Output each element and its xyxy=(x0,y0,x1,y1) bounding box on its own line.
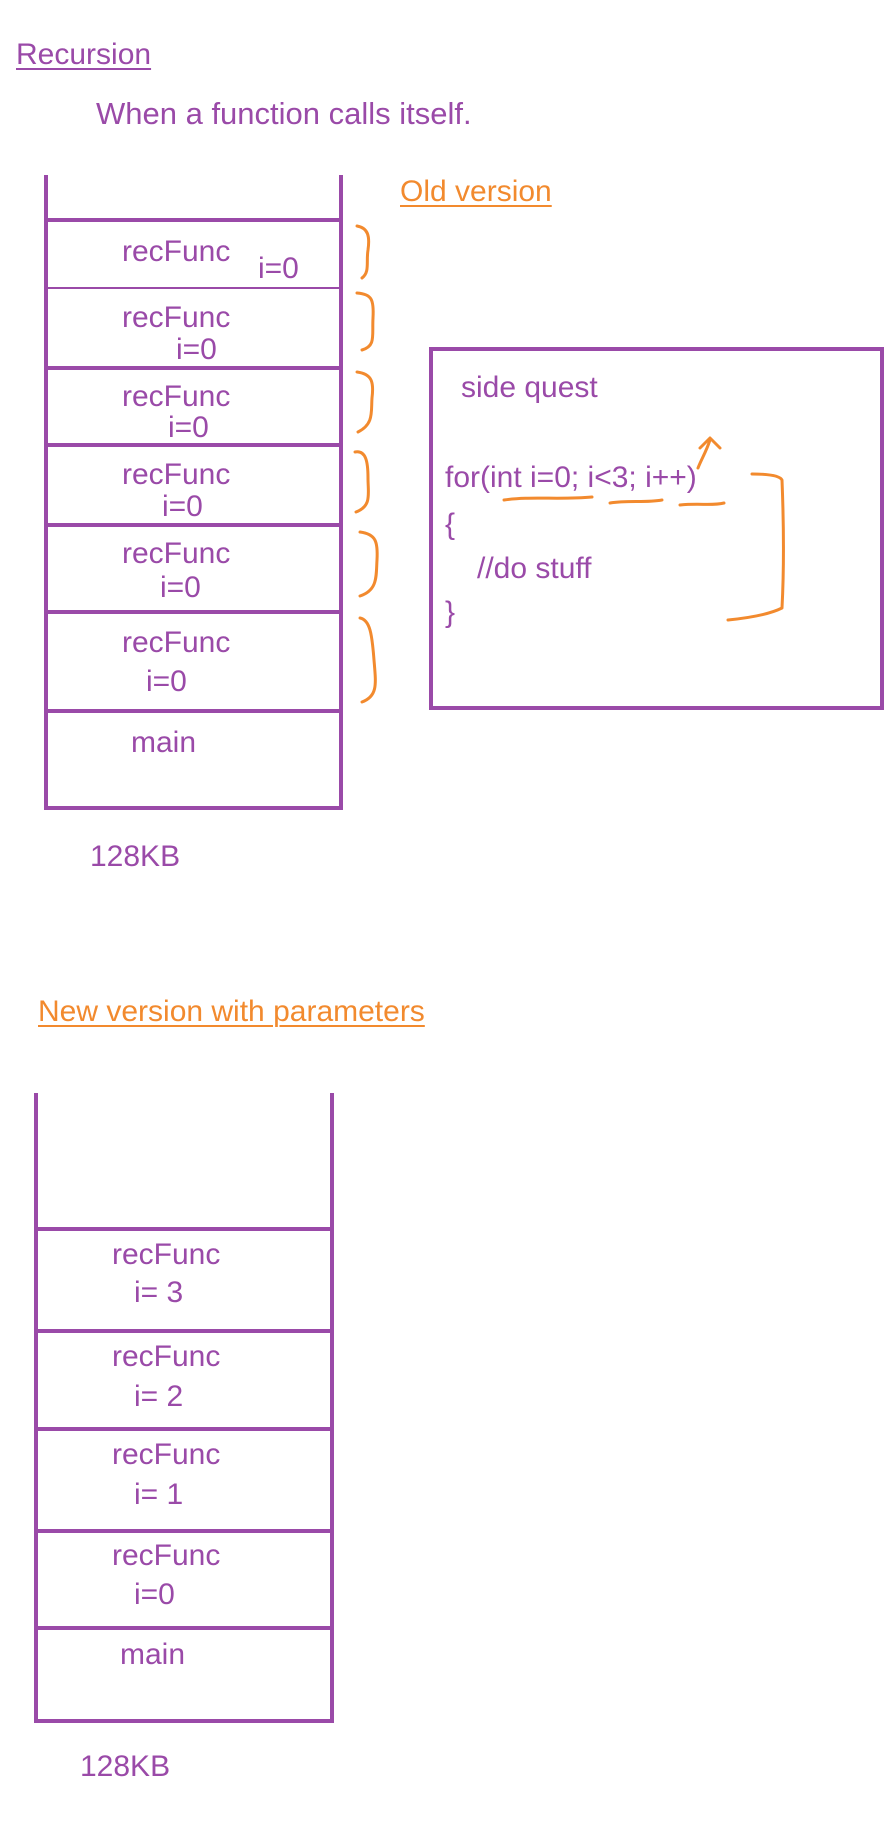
brace-5 xyxy=(358,530,379,598)
side-quest-box xyxy=(429,347,884,710)
old-frame-1-var: i=0 xyxy=(258,252,299,285)
new-frame-2-name: recFunc xyxy=(112,1340,221,1373)
old-frame-5-var: i=0 xyxy=(160,571,201,604)
definition-text: When a function calls itself. xyxy=(96,96,472,131)
old-frame-6-name: recFunc xyxy=(122,626,231,659)
new-frame-1-var: i= 3 xyxy=(134,1276,184,1309)
code-line-3: //do stuff xyxy=(477,552,592,585)
underline-cond xyxy=(608,498,664,505)
brace-3 xyxy=(355,370,375,434)
old-frame-5-name: recFunc xyxy=(122,537,231,570)
code-line-2: { xyxy=(445,508,456,541)
old-frame-1-name: recFunc xyxy=(122,235,231,268)
loop-bracket xyxy=(726,472,785,622)
old-frame-6-var: i=0 xyxy=(146,665,187,698)
side-quest-title: side quest xyxy=(461,371,598,404)
old-frame-2-name: recFunc xyxy=(122,301,231,334)
code-line-4: } xyxy=(445,596,456,629)
old-stack-size: 128KB xyxy=(90,840,181,873)
brace-2 xyxy=(355,291,375,352)
underline-incr xyxy=(678,501,726,507)
old-frame-2-var: i=0 xyxy=(176,333,217,366)
new-frame-4-var: i=0 xyxy=(134,1578,175,1611)
new-version-label: New version with parameters xyxy=(38,995,425,1028)
loop-arrow-shaft xyxy=(696,438,712,470)
new-frame-4-name: recFunc xyxy=(112,1539,221,1572)
new-frame-1-name: recFunc xyxy=(112,1238,221,1271)
brace-4 xyxy=(353,450,370,514)
code-line-1: for(int i=0; i<3; i++) xyxy=(445,461,697,494)
old-version-label: Old version xyxy=(400,175,552,208)
old-frame-3-var: i=0 xyxy=(168,411,209,444)
underline-init xyxy=(502,495,594,502)
old-frame-4-name: recFunc xyxy=(122,458,231,491)
brace-6 xyxy=(358,616,377,704)
page-title: Recursion xyxy=(16,38,152,71)
old-frame-3-name: recFunc xyxy=(122,380,231,413)
new-main-label: main xyxy=(120,1638,186,1671)
new-frame-3-name: recFunc xyxy=(112,1438,221,1471)
new-frame-2-var: i= 2 xyxy=(134,1380,184,1413)
old-main-label: main xyxy=(131,726,197,759)
new-stack-size: 128KB xyxy=(80,1750,171,1783)
new-frame-3-var: i= 1 xyxy=(134,1478,184,1511)
brace-1 xyxy=(355,224,371,280)
loop-arrow-head xyxy=(698,436,722,450)
old-frame-4-var: i=0 xyxy=(162,490,203,523)
